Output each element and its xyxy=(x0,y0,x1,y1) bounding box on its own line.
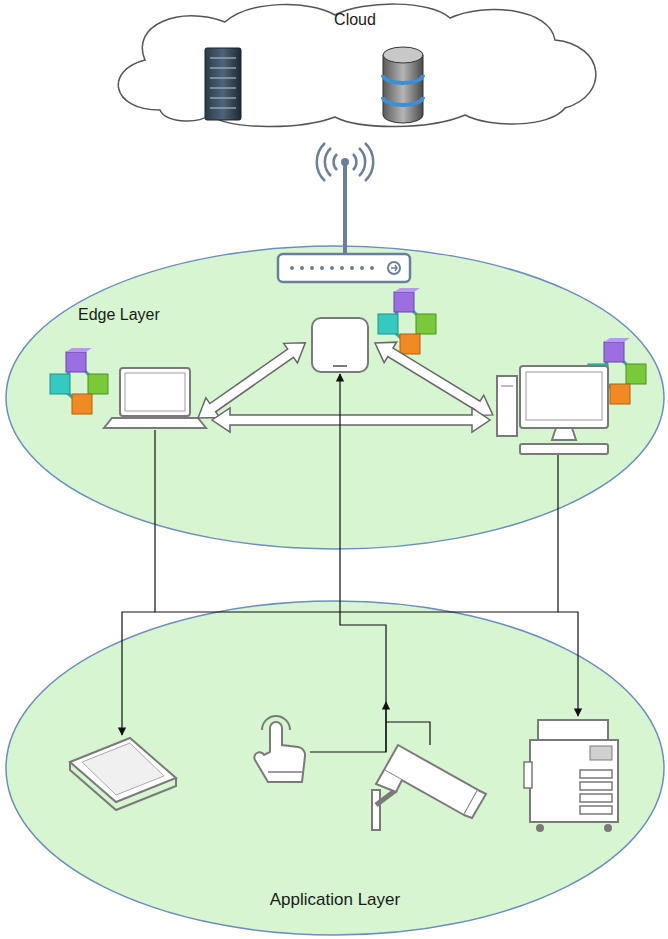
ellipse-shape xyxy=(6,246,664,549)
layer-ellipse-outline xyxy=(5,245,665,550)
layer-ellipse: Application Layer xyxy=(5,600,665,936)
cloud-shape xyxy=(118,4,596,126)
layer-label: Application Layer xyxy=(270,890,400,910)
layer-ellipse-outline xyxy=(5,600,665,936)
layer-label: Edge Layer xyxy=(78,305,160,324)
ellipse-shape xyxy=(6,601,664,935)
layer-label: Cloud xyxy=(334,10,376,29)
layer-ellipse: Edge Layer xyxy=(5,245,665,550)
cloud-region: Cloud xyxy=(100,0,610,128)
